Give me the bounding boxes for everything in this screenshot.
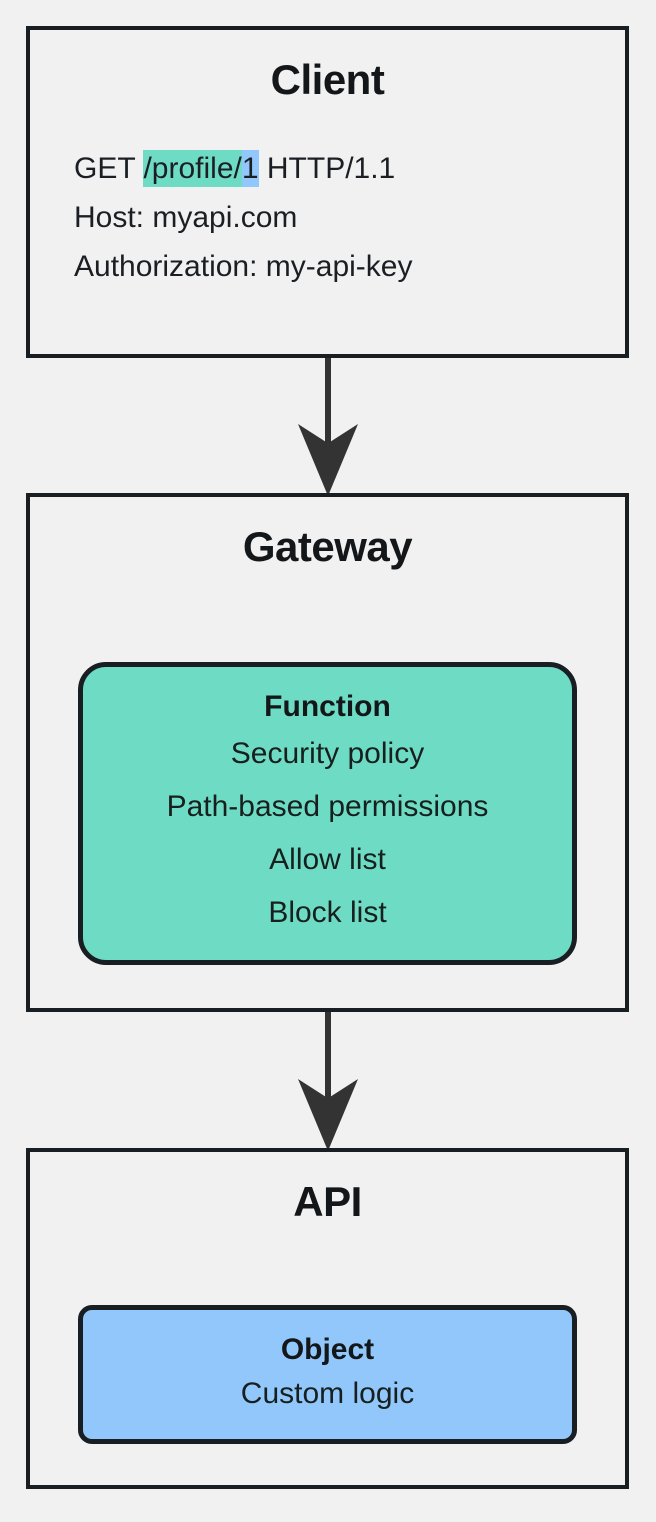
request-path-highlight: /profile/	[143, 150, 242, 188]
request-method: GET	[74, 152, 144, 186]
node-api[interactable]: API Object Custom logic	[26, 1148, 629, 1489]
request-id-highlight: 1	[241, 150, 259, 188]
client-request-block: GET /profile/1 HTTP/1.1 Host: myapi.com …	[30, 144, 625, 291]
node-gateway[interactable]: Gateway Function Security policy Path-ba…	[26, 493, 629, 1012]
object-line-custom-logic: Custom logic	[240, 1377, 415, 1411]
subnode-function-title: Function	[264, 689, 391, 723]
subnode-function[interactable]: Function Security policy Path-based perm…	[78, 662, 577, 965]
node-client[interactable]: Client GET /profile/1 HTTP/1.1 Host: mya…	[26, 26, 629, 358]
subnode-object[interactable]: Object Custom logic	[78, 1305, 577, 1444]
request-protocol: HTTP/1.1	[258, 152, 396, 186]
function-line-path-based-permissions: Path-based permissions	[166, 790, 489, 824]
request-line-1: GET /profile/1 HTTP/1.1	[74, 144, 625, 193]
request-line-authorization: Authorization: my-api-key	[74, 250, 413, 284]
node-client-title: Client	[270, 56, 385, 103]
function-line-allow-list: Allow list	[269, 843, 386, 877]
node-gateway-title: Gateway	[242, 523, 413, 570]
node-api-title: API	[293, 1178, 362, 1225]
function-line-block-list: Block list	[268, 896, 387, 930]
request-line-host: Host: myapi.com	[74, 201, 298, 235]
subnode-object-title: Object	[280, 1332, 375, 1366]
function-line-security-policy: Security policy	[230, 737, 425, 771]
